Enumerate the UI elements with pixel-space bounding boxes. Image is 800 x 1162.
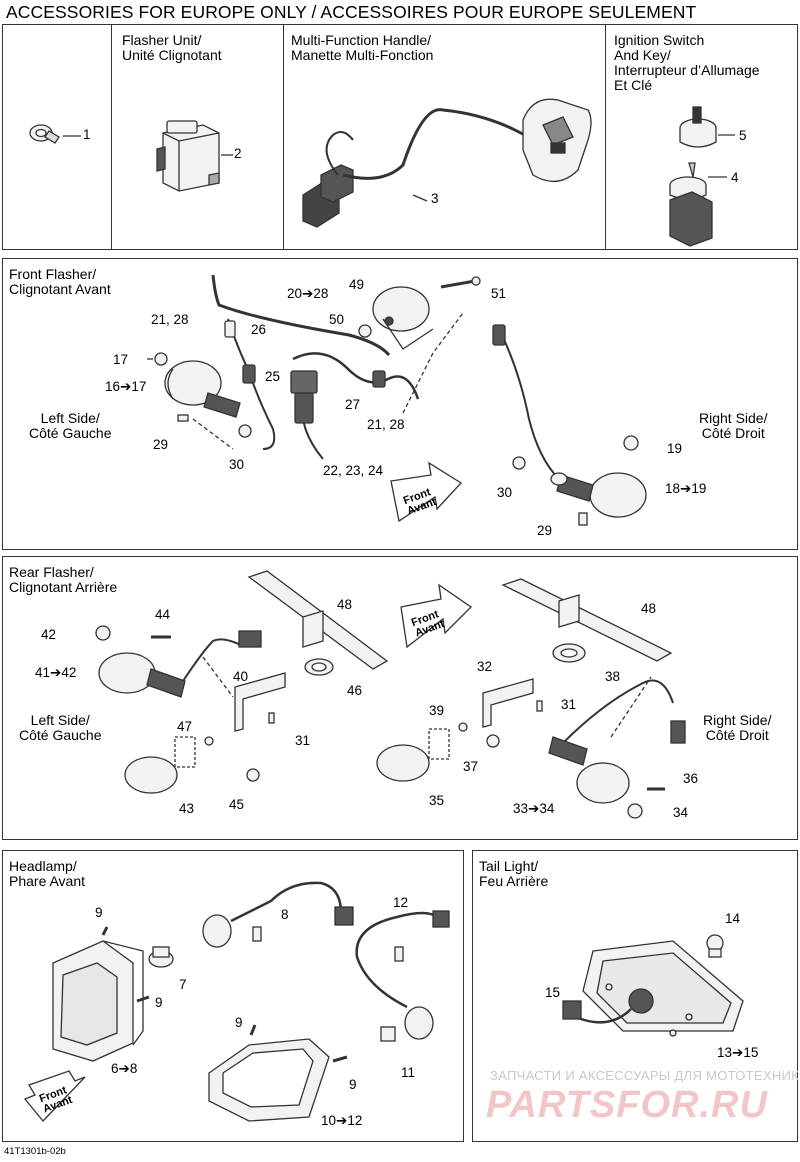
cell-ignition: Ignition Switch And Key/ Interrupteur d’…	[605, 25, 797, 249]
callout-42: 42	[41, 627, 57, 642]
callout-16-17: 16➔17	[105, 379, 147, 394]
cell-flasher-unit: Flasher Unit/ Unité Clignotant	[111, 25, 283, 249]
callout-1: 1	[83, 127, 91, 142]
callout-21-28-a: 21, 28	[151, 312, 189, 327]
callout-49: 49	[349, 277, 365, 292]
ignition-switch-part	[669, 106, 717, 247]
callout-2: 2	[234, 146, 242, 161]
panel-headlamp: Headlamp/ Phare Avant	[2, 850, 464, 1142]
callout-9-b: 9	[155, 995, 163, 1010]
panel-front-flasher: Front Flasher/ Clignotant Avant Left Sid…	[2, 258, 798, 550]
headlamp-label: Headlamp/ Phare Avant	[9, 858, 86, 889]
mirror-mount-part	[372, 286, 434, 350]
callout-11: 11	[401, 1065, 416, 1080]
front-right-side-label: Right Side/ Côté Droit	[699, 410, 768, 441]
callout-21-28-b: 21, 28	[367, 417, 405, 432]
callout-35: 35	[429, 793, 445, 808]
callout-29-a: 29	[153, 437, 169, 452]
headlamp-drawing	[23, 881, 450, 1122]
callout-43: 43	[179, 801, 195, 816]
rear-left-side-label: Left Side/ Côté Gauche	[19, 712, 102, 743]
callout-36: 36	[683, 771, 699, 786]
tail-light-drawing	[562, 934, 744, 1037]
callout-29-b: 29	[537, 523, 553, 538]
callout-8: 8	[281, 907, 289, 922]
callout-26: 26	[251, 322, 267, 337]
callout-20-28: 20➔28	[287, 286, 329, 301]
callout-27: 27	[345, 397, 361, 412]
callout-25: 25	[265, 369, 281, 384]
callout-45: 45	[229, 797, 245, 812]
callout-47: 47	[177, 719, 193, 734]
rear-flasher-label: Rear Flasher/ Clignotant Arrière	[9, 564, 118, 595]
multi-function-part	[302, 98, 592, 228]
callout-51: 51	[491, 286, 507, 301]
callout-9-d: 9	[349, 1077, 357, 1092]
callout-37: 37	[463, 759, 479, 774]
front-flasher-drawing	[147, 274, 647, 526]
front-left-side-label: Left Side/ Côté Gauche	[29, 410, 112, 441]
multi-function-label: Multi-Function Handle/ Manette Multi-Fon…	[291, 32, 434, 63]
page-title: ACCESSORIES FOR EUROPE ONLY / ACCESSOIRE…	[6, 2, 697, 22]
ignition-label: Ignition Switch And Key/ Interrupteur d’…	[614, 32, 760, 93]
callout-22-23-24: 22, 23, 24	[323, 463, 384, 478]
flasher-unit-part	[156, 120, 220, 192]
callout-34: 34	[673, 805, 689, 820]
callout-7: 7	[179, 977, 187, 992]
watermark-tagline: ЗАПЧАСТИ И АКСЕССУАРЫ ДЛЯ МОТОТЕХНИКИ	[490, 1068, 800, 1083]
left-rear-flasher	[98, 630, 262, 698]
callout-44: 44	[155, 607, 171, 622]
tail-light-label: Tail Light/ Feu Arrière	[479, 858, 549, 889]
panel-tail-light: Tail Light/ Feu Arrière 14 15 13➔15	[472, 850, 798, 1142]
callout-46: 46	[347, 683, 363, 698]
front-flasher-label: Front Flasher/ Clignotant Avant	[9, 266, 111, 297]
clip-part	[29, 124, 60, 144]
callout-9-a: 9	[95, 905, 103, 920]
callout-38: 38	[605, 669, 621, 684]
headlamp-housing	[52, 940, 144, 1062]
watermark-logo: PARTSFOR.RU	[486, 1084, 768, 1126]
headlamp-lens	[208, 1038, 330, 1122]
panel-rear-flasher: Rear Flasher/ Clignotant Arrière Left Si…	[2, 556, 798, 840]
callout-41-42: 41➔42	[35, 665, 77, 680]
callout-3: 3	[431, 191, 439, 206]
rear-flasher-drawing	[95, 570, 686, 819]
callout-19: 19	[667, 441, 683, 456]
callout-14: 14	[725, 911, 741, 926]
left-front-flasher	[164, 360, 252, 438]
callout-5: 5	[739, 128, 747, 143]
callout-17: 17	[113, 352, 129, 367]
flasher-unit-label: Flasher Unit/ Unité Clignotant	[122, 32, 222, 63]
callout-30-b: 30	[497, 485, 513, 500]
figure-code: 41T1301b-02b	[4, 1146, 66, 1157]
panel-top-row: Flasher Unit/ Unité Clignotant Multi-Fun…	[2, 24, 798, 250]
callout-32: 32	[477, 659, 493, 674]
callout-6-8: 6➔8	[111, 1061, 138, 1076]
right-front-flasher	[550, 472, 647, 518]
callout-15: 15	[545, 985, 561, 1000]
callout-4: 4	[731, 170, 739, 185]
cell-multi-function: Multi-Function Handle/ Manette Multi-Fon…	[283, 25, 605, 249]
callout-9-c: 9	[235, 1015, 243, 1030]
callout-30-a: 30	[229, 457, 245, 472]
callout-48-b: 48	[641, 601, 657, 616]
callout-31-b: 31	[561, 697, 577, 712]
callout-48-a: 48	[337, 597, 353, 612]
callout-31-a: 31	[295, 733, 311, 748]
callout-33-34: 33➔34	[513, 801, 555, 816]
callout-40: 40	[233, 669, 249, 684]
callout-12: 12	[393, 895, 409, 910]
callout-50: 50	[329, 312, 345, 327]
callout-13-15: 13➔15	[717, 1045, 759, 1060]
callout-39: 39	[429, 703, 445, 718]
callout-10-12: 10➔12	[321, 1113, 363, 1128]
top-row-drawing	[29, 98, 735, 247]
rear-right-side-label: Right Side/ Côté Droit	[703, 712, 772, 743]
right-rear-flasher	[548, 679, 686, 804]
callout-18-19: 18➔19	[665, 481, 707, 496]
